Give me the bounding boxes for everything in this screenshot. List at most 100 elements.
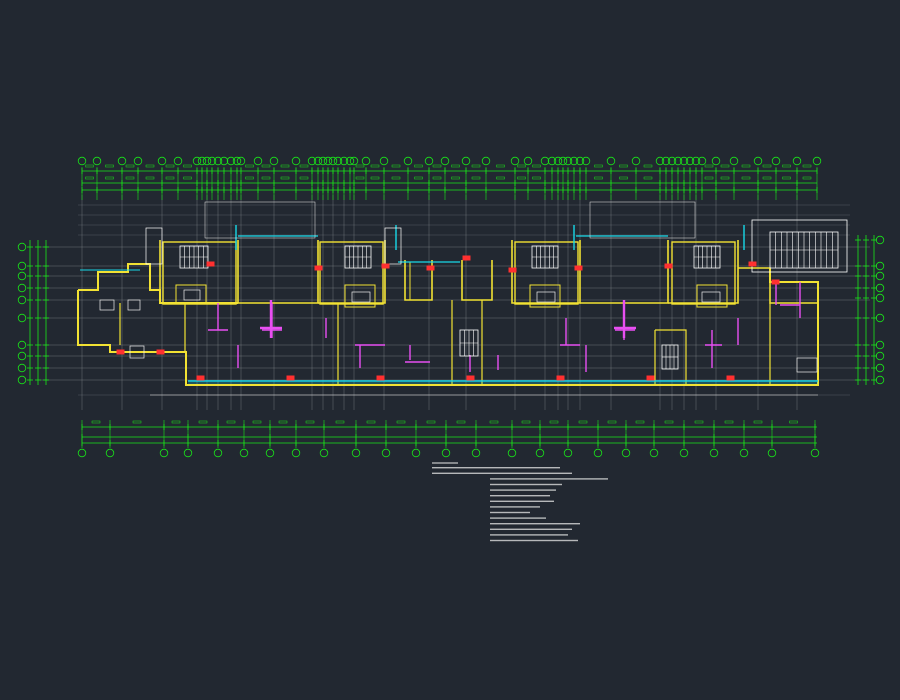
axis-bubble-left — [17, 313, 27, 323]
axis-bubble-left — [17, 375, 27, 385]
door-marker — [156, 349, 165, 355]
axis-bubble-top — [333, 156, 343, 166]
exterior-wall — [511, 240, 581, 304]
axis-bubble-top — [403, 156, 413, 166]
dimension-text-mark — [278, 420, 288, 424]
axis-bubble-top — [226, 156, 236, 166]
door-marker — [726, 375, 735, 381]
axis-bubble-top — [236, 156, 246, 166]
dimension-text-mark — [165, 164, 175, 168]
axis-bubble-top — [318, 156, 328, 166]
dimension-text-mark — [643, 176, 653, 180]
door-marker — [116, 349, 125, 355]
axis-bubble-top — [606, 156, 616, 166]
axis-bubble-top — [729, 156, 739, 166]
axis-bubble-top — [523, 156, 533, 166]
stair-enclosure — [751, 219, 848, 273]
fixture — [129, 345, 145, 359]
axis-bubble-bottom — [291, 448, 301, 458]
axis-bubble-top — [232, 156, 242, 166]
axis-bubble-bottom — [213, 448, 223, 458]
dimension-text-mark — [456, 420, 466, 424]
door-marker — [771, 279, 780, 285]
fixture — [536, 291, 556, 303]
dimension-text-mark — [517, 176, 526, 180]
note-line — [490, 495, 550, 497]
dimension-text-mark — [471, 164, 481, 168]
axis-bubble-bottom — [593, 448, 603, 458]
dimension-text-mark — [741, 176, 751, 180]
axis-bubble-top — [540, 156, 550, 166]
axis-bubble-top — [563, 156, 573, 166]
note-line — [490, 478, 608, 480]
stair-2 — [344, 245, 372, 269]
axis-bubble-top — [711, 156, 721, 166]
note-line — [490, 539, 578, 542]
fixture — [99, 299, 115, 311]
axis-bubble-top — [339, 156, 349, 166]
dimension-text-mark — [789, 420, 798, 424]
door-marker — [748, 261, 757, 267]
dimension-text-mark — [619, 176, 628, 180]
axis-bubble-top — [771, 156, 781, 166]
dimension-text-mark — [370, 164, 380, 168]
note-line — [490, 511, 530, 514]
axis-bubble-bottom — [739, 448, 749, 458]
axis-bubble-left — [17, 283, 27, 293]
door-marker — [556, 375, 565, 381]
dimension-text-mark — [704, 176, 714, 180]
door-marker — [286, 375, 295, 381]
window-lines — [80, 225, 818, 384]
axis-bubble-top — [345, 156, 355, 166]
dimension-text-mark — [489, 420, 499, 424]
axis-bubble-top — [812, 156, 822, 166]
dimension-text-mark — [762, 164, 772, 168]
axis-bubble-top — [440, 156, 450, 166]
axis-bubble-top — [219, 156, 229, 166]
door-markers — [116, 255, 780, 381]
axis-bubble-right — [875, 375, 885, 385]
dimension-text-mark — [355, 164, 365, 168]
axis-bubble-top — [685, 156, 695, 166]
axis-bubble-top — [361, 156, 371, 166]
dimension-text-mark — [619, 164, 628, 168]
axis-bubble-bottom — [265, 448, 275, 458]
dimension-text-mark — [532, 176, 541, 180]
dimension-text-mark — [305, 420, 315, 424]
axis-bubble-top — [673, 156, 683, 166]
dimension-text-mark — [245, 176, 254, 180]
dimension-text-mark — [496, 176, 505, 180]
axis-bubble-left — [17, 271, 27, 281]
dimension-text-mark — [85, 176, 94, 180]
axis-bubble-top — [253, 156, 263, 166]
axis-bubble-bottom — [441, 448, 451, 458]
axis-bubble-top — [679, 156, 689, 166]
axis-bubble-top — [77, 156, 87, 166]
stair-small — [459, 329, 479, 357]
door-marker — [376, 375, 385, 381]
axis-bubbles — [17, 156, 885, 458]
stair-5 — [769, 231, 839, 269]
axis-bubble-right — [875, 363, 885, 373]
axis-bubble-top — [173, 156, 183, 166]
dimension-text-mark — [471, 176, 481, 180]
door-marker — [508, 267, 517, 273]
balcony-outline — [589, 201, 696, 239]
dimension-text-mark — [105, 164, 114, 168]
dimension-text-mark — [85, 164, 94, 168]
axis-bubble-top — [569, 156, 579, 166]
axis-bubble-right — [875, 293, 885, 303]
axis-bubble-bottom — [621, 448, 631, 458]
dimension-text-mark — [145, 176, 155, 180]
axis-bubble-top — [461, 156, 471, 166]
axis-bubble-right — [875, 235, 885, 245]
note-line — [490, 534, 568, 536]
axis-bubble-top — [575, 156, 585, 166]
stair-enclosure — [384, 227, 402, 265]
axis-bubble-bottom — [649, 448, 659, 458]
dimension-text-mark — [782, 176, 791, 180]
dimension-text-mark — [594, 176, 603, 180]
axis-bubble-top — [691, 156, 701, 166]
service-room — [344, 284, 376, 308]
